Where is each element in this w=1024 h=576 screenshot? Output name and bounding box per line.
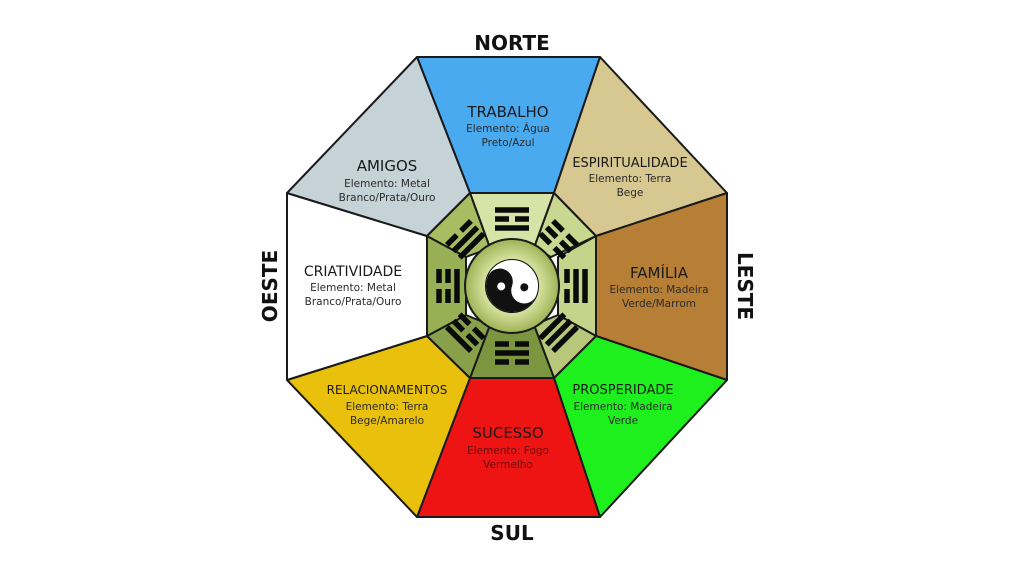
sector-element: Elemento: Terra xyxy=(589,173,672,185)
label-amigos: AMIGOS Elemento: Metal Branco/Prata/Ouro xyxy=(339,157,436,204)
trigram-southwest-icon xyxy=(444,312,486,354)
sector-colors: Branco/Prata/Ouro xyxy=(305,296,402,308)
sector-element: Elemento: Água xyxy=(466,122,550,135)
sector-element: Elemento: Madeira xyxy=(573,401,672,413)
sector-colors: Vermelho xyxy=(483,459,533,471)
sector-title: SUCESSO xyxy=(472,424,543,442)
sector-element: Elemento: Metal xyxy=(344,178,430,190)
direction-north: NORTE xyxy=(474,31,550,55)
sector-colors: Verde xyxy=(608,415,638,427)
trigram-west-icon xyxy=(436,269,460,303)
trigram-southeast-icon xyxy=(538,312,580,354)
sector-colors: Verde/Marrom xyxy=(622,298,696,310)
sector-title: CRIATIVIDADE xyxy=(304,264,402,280)
trigram-south-icon xyxy=(495,341,529,365)
sector-colors: Preto/Azul xyxy=(481,137,534,149)
direction-south: SUL xyxy=(490,521,534,545)
label-sucesso: SUCESSO Elemento: Fogo Vermelho xyxy=(467,424,549,471)
label-relacionamentos: RELACIONAMENTOS Elemento: Terra Bege/Ama… xyxy=(327,383,448,427)
sector-title: PROSPERIDADE xyxy=(572,383,673,398)
sector-title: FAMÍLIA xyxy=(630,263,689,282)
label-familia: FAMÍLIA Elemento: Madeira Verde/Marrom xyxy=(609,263,708,310)
sector-element: Elemento: Fogo xyxy=(467,445,549,457)
sector-colors: Bege xyxy=(617,187,644,199)
sector-title: RELACIONAMENTOS xyxy=(327,383,448,397)
sector-colors: Bege/Amarelo xyxy=(350,415,424,427)
label-prosperidade: PROSPERIDADE Elemento: Madeira Verde xyxy=(572,383,673,427)
sector-element: Elemento: Terra xyxy=(346,401,429,413)
yin-yang-icon xyxy=(485,259,539,313)
label-criatividade: CRIATIVIDADE Elemento: Metal Branco/Prat… xyxy=(304,264,402,308)
trigram-northwest-icon xyxy=(444,218,486,260)
sector-title: ESPIRITUALIDADE xyxy=(572,156,687,171)
outer-sectors xyxy=(286,56,728,518)
sector-element: Elemento: Madeira xyxy=(609,284,708,296)
sector-colors: Branco/Prata/Ouro xyxy=(339,192,436,204)
trigram-east-icon xyxy=(564,269,588,303)
sector-element: Elemento: Metal xyxy=(310,282,396,294)
trigrams xyxy=(436,207,588,365)
direction-east: LESTE xyxy=(733,252,757,320)
label-espiritualidade: ESPIRITUALIDADE Elemento: Terra Bege xyxy=(572,156,687,199)
label-trabalho: TRABALHO Elemento: Água Preto/Azul xyxy=(466,103,550,149)
trigram-north-icon xyxy=(495,207,529,231)
sector-title: TRABALHO xyxy=(466,103,548,121)
trigram-northeast-icon xyxy=(538,218,580,260)
sector-title: AMIGOS xyxy=(357,157,418,175)
direction-west: OESTE xyxy=(258,250,282,322)
